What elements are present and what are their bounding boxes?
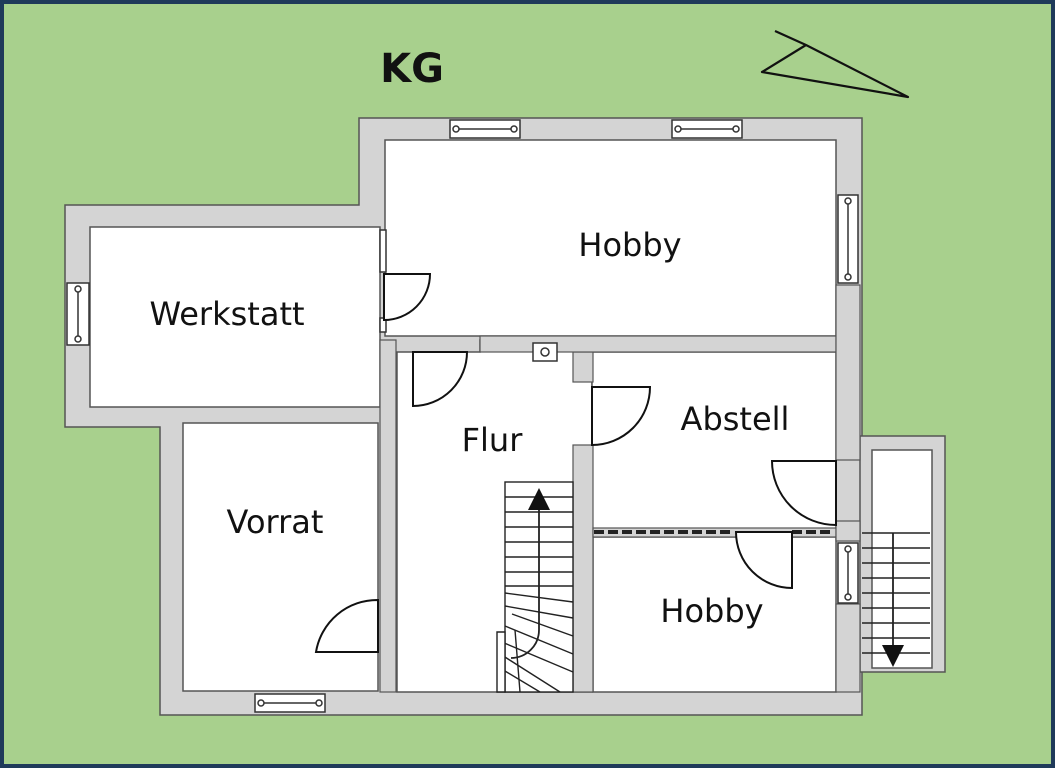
door-abstell-exterior [770,460,837,527]
windows [66,119,859,713]
arrow-down-icon [882,645,904,667]
north-arrow-icon [760,29,910,99]
door-hobby-bottom [734,531,793,590]
exterior-staircase [862,532,930,654]
room-floors [89,139,933,693]
window-werkstatt [66,282,90,346]
window-hobby-bottom [837,542,859,604]
door-flur-hobby [412,351,469,408]
window-werkstatt-hobby [379,229,387,333]
label-hobby-top: Hobby [578,226,681,264]
window-top-right [671,119,743,139]
label-abstell: Abstell [681,400,790,438]
exterior-stair-well [871,449,933,669]
room-hobby-top [384,139,837,337]
door-werkstatt-hobby [383,273,432,322]
door-flur-abstell [591,386,652,447]
arrow-up-icon [528,488,550,510]
label-vorrat: Vorrat [227,503,324,541]
label-flur: Flur [462,421,524,459]
label-hobby-bottom: Hobby [660,592,763,630]
window-top-left [449,119,521,139]
label-werkstatt: Werkstatt [149,295,304,333]
doors [314,273,837,653]
window-vorrat [254,693,326,713]
plan-title: KG [380,46,444,92]
interior-staircase [496,481,574,693]
window-right-hobby [837,194,859,284]
chimney-symbol [532,342,558,362]
door-flur-vorrat [314,598,379,653]
room-werkstatt [89,226,381,408]
